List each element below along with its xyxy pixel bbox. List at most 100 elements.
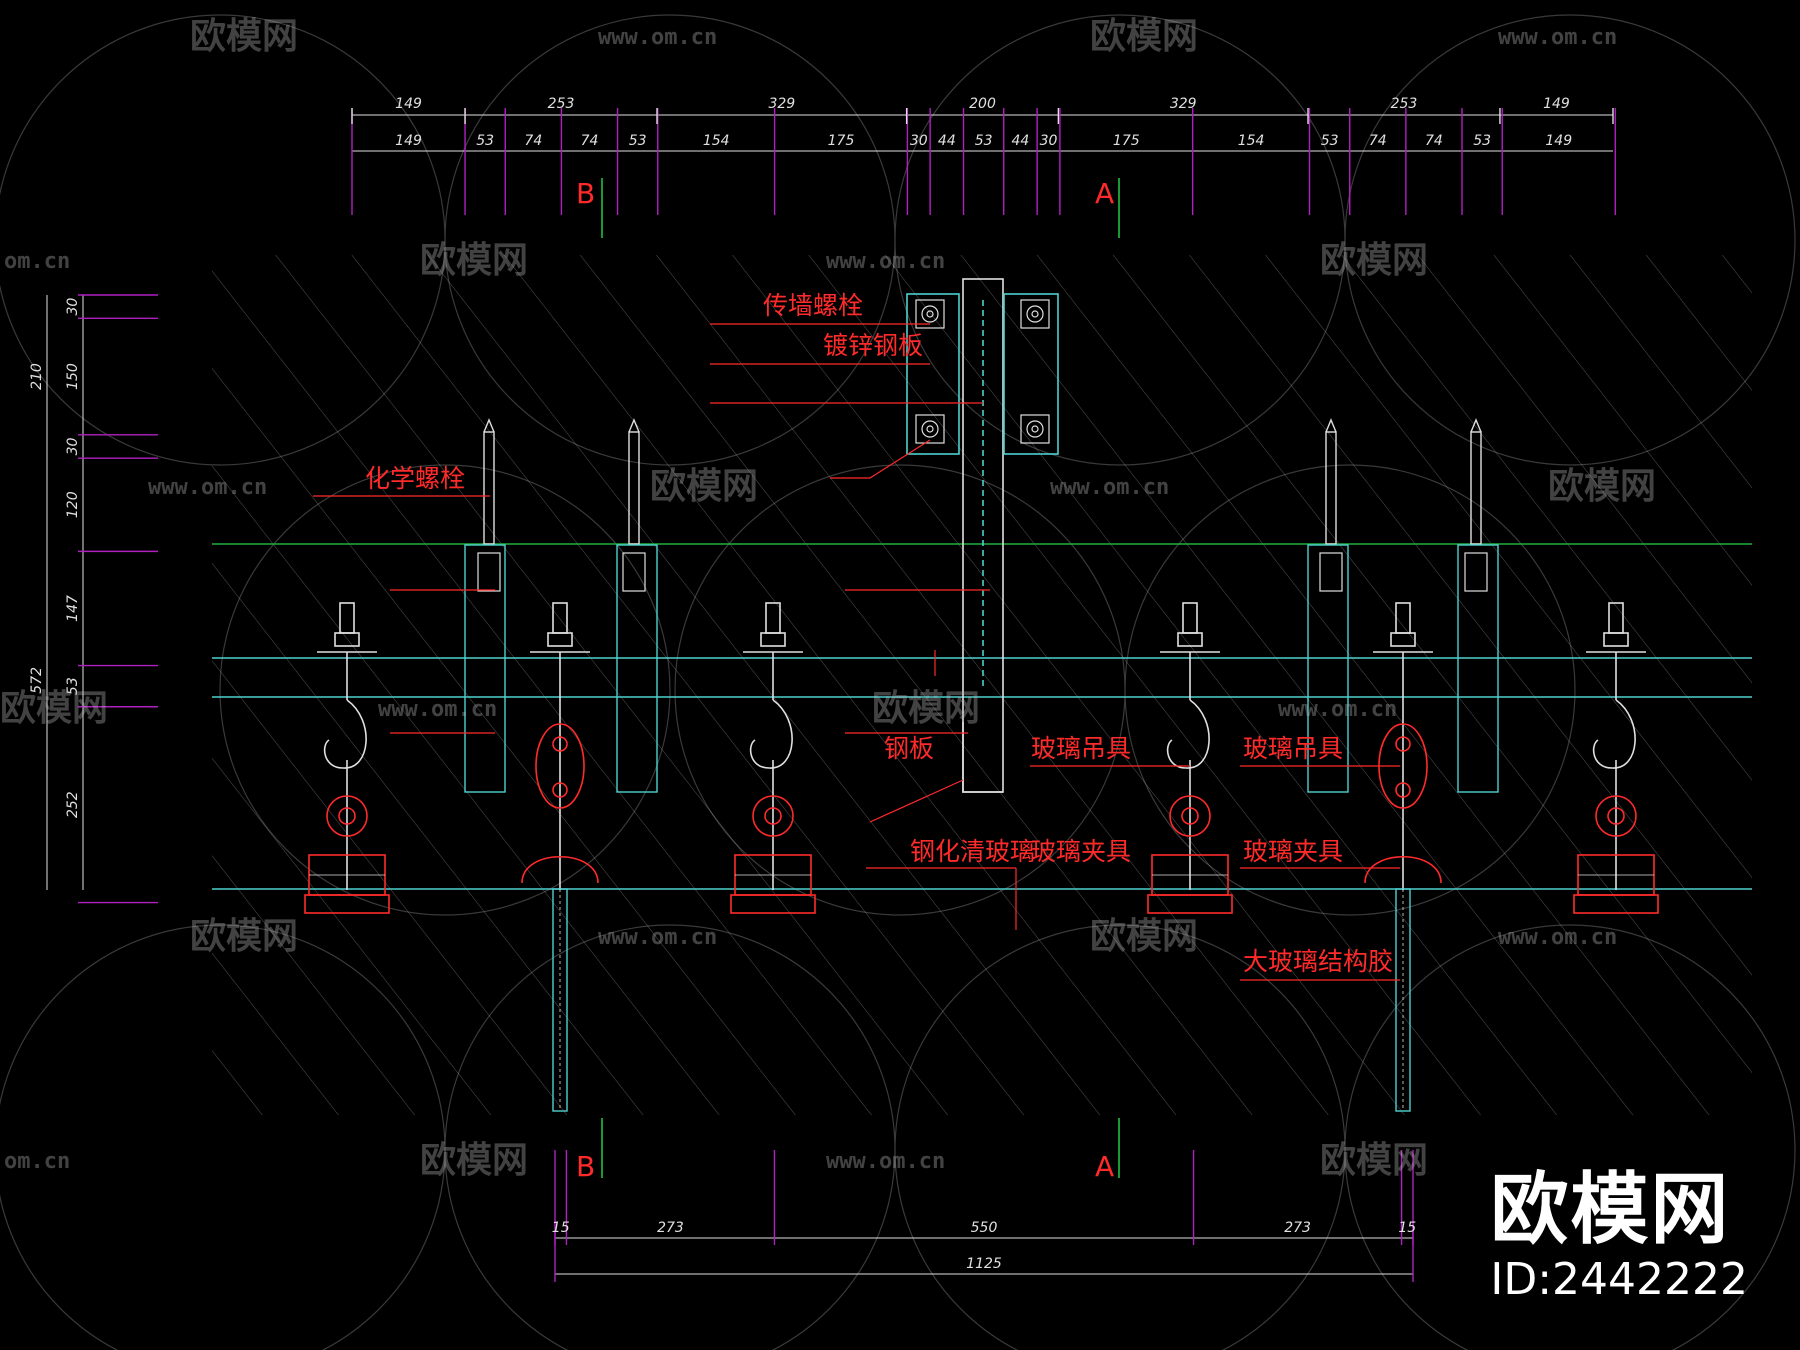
svg-text:om.cn: om.cn xyxy=(4,1149,70,1174)
svg-text:欧模网: 欧模网 xyxy=(1090,16,1198,57)
label-chemical-bolt: 化学螺栓 xyxy=(365,464,465,493)
chemical-bolts xyxy=(464,418,1499,793)
svg-text:www.om.cn: www.om.cn xyxy=(598,25,717,50)
svg-text:欧模网: 欧模网 xyxy=(1548,466,1656,507)
svg-text:欧模网: 欧模网 xyxy=(650,466,758,507)
left-dim-label: 252 xyxy=(65,791,81,818)
left-dim-total-label: 572 xyxy=(29,667,45,694)
svg-text:www.om.cn: www.om.cn xyxy=(1498,925,1617,950)
chemical-bolt-unit xyxy=(616,418,658,793)
top-dim-label: 44 xyxy=(1012,133,1030,149)
top-dim-label: 53 xyxy=(1321,133,1339,149)
top-dim-label: 53 xyxy=(629,133,647,149)
label-wall-bolt: 传墙螺栓 xyxy=(763,291,863,320)
label-galvanized-plate: 镀锌钢板 xyxy=(823,331,923,360)
top-dim-label: 149 xyxy=(395,96,422,112)
svg-text:www.om.cn: www.om.cn xyxy=(1050,475,1169,500)
svg-text:欧模网: 欧模网 xyxy=(420,240,528,281)
leader-lines xyxy=(313,323,1400,981)
wall-bolt-icons xyxy=(915,299,1050,444)
label-steel-plate: 钢板 xyxy=(884,734,934,763)
top-dim-label: 53 xyxy=(1473,133,1491,149)
top-dim-label: 253 xyxy=(1391,96,1418,112)
top-dim-label: 74 xyxy=(1369,133,1387,149)
brand-block: 欧模网 ID:2442222 xyxy=(1490,1165,1748,1305)
left-dim-total-label: 210 xyxy=(29,363,45,390)
left-dim-label: 30 xyxy=(65,438,81,456)
bottom-dimension-ticks xyxy=(554,1150,1414,1282)
svg-text:www.om.cn: www.om.cn xyxy=(826,249,945,274)
bottom-dim-total-label: 1125 xyxy=(966,1256,1002,1272)
glass-hanger-hook xyxy=(1573,602,1659,914)
glass-fins xyxy=(552,888,1411,1112)
bottom-dim-label: 550 xyxy=(971,1220,998,1236)
wall-hatch xyxy=(212,255,1752,1115)
left-dim-label: 120 xyxy=(65,491,81,518)
top-dim-label: 154 xyxy=(703,133,730,149)
glass-hanger-hook xyxy=(1147,602,1233,914)
top-dim-label: 175 xyxy=(828,133,855,149)
glass-hanger-ring xyxy=(521,602,599,890)
watermarks: 欧模网 www.om.cn 欧模网 www.om.cn om.cn 欧模网 ww… xyxy=(0,16,1656,1181)
section-mark-a-top: A xyxy=(1095,177,1114,210)
section-mark-b-bottom: B xyxy=(576,1150,595,1183)
brand-id: ID:2442222 xyxy=(1490,1254,1748,1305)
top-dim-label: 74 xyxy=(1425,133,1443,149)
section-mark-b-top: B xyxy=(576,177,595,210)
svg-text:om.cn: om.cn xyxy=(4,249,70,274)
top-dim-label: 200 xyxy=(969,96,996,112)
svg-text:欧模网: 欧模网 xyxy=(0,688,108,729)
bottom-dim-label: 15 xyxy=(552,1220,570,1236)
top-dimension-chain xyxy=(352,114,1613,152)
glass-hanger-hook xyxy=(730,602,816,914)
label-structural-glue: 大玻璃结构胶 xyxy=(1243,947,1393,976)
svg-text:www.om.cn: www.om.cn xyxy=(148,475,267,500)
svg-text:欧模网: 欧模网 xyxy=(190,16,298,57)
top-dim-label: 44 xyxy=(938,133,956,149)
label-glass-clamp-right: 玻璃夹具 xyxy=(1243,837,1343,866)
top-dim-row1-labels: 149 253 329 200 329 253 149 xyxy=(395,96,1570,112)
brand-name: 欧模网 xyxy=(1490,1165,1731,1255)
top-dim-label: 53 xyxy=(476,133,494,149)
chemical-bolt-unit xyxy=(464,418,506,793)
svg-text:欧模网: 欧模网 xyxy=(1320,1140,1428,1181)
top-dim-label: 329 xyxy=(1170,96,1197,112)
left-dim-label: 53 xyxy=(65,677,81,695)
left-dim-label: 147 xyxy=(65,595,81,622)
top-dim-label: 149 xyxy=(1543,96,1570,112)
top-dim-label: 74 xyxy=(524,133,542,149)
svg-text:欧模网: 欧模网 xyxy=(1320,240,1428,281)
svg-text:www.om.cn: www.om.cn xyxy=(378,697,497,722)
top-dim-label: 149 xyxy=(1545,133,1572,149)
bottom-dim-label: 273 xyxy=(657,1220,684,1236)
svg-text:www.om.cn: www.om.cn xyxy=(826,1149,945,1174)
top-dim-label: 329 xyxy=(768,96,795,112)
label-glass-clamp-left: 玻璃夹具 xyxy=(1031,837,1131,866)
label-glass-hanger-right: 玻璃吊具 xyxy=(1243,734,1343,763)
top-dim-label: 74 xyxy=(581,133,599,149)
top-dim-label: 53 xyxy=(975,133,993,149)
glass-hanger-hook xyxy=(304,602,390,914)
top-dim-label: 175 xyxy=(1113,133,1140,149)
glass-hangers xyxy=(304,602,1659,914)
chemical-bolt-unit xyxy=(1457,418,1499,793)
top-dim-label: 30 xyxy=(910,133,928,149)
section-mark-a-bottom: A xyxy=(1095,1150,1114,1183)
section-cut-lines xyxy=(601,178,1120,1178)
svg-text:www.om.cn: www.om.cn xyxy=(1278,697,1397,722)
label-tempered-glass: 钢化清玻璃 xyxy=(910,837,1035,866)
svg-text:www.om.cn: www.om.cn xyxy=(598,925,717,950)
bottom-dim-label: 15 xyxy=(1398,1220,1416,1236)
left-dim-label: 30 xyxy=(65,298,81,316)
left-dimension-ticks xyxy=(78,294,158,904)
left-dimension-chain xyxy=(46,295,84,890)
top-dim-label: 154 xyxy=(1238,133,1265,149)
top-dim-label: 149 xyxy=(395,133,422,149)
label-glass-hanger-left: 玻璃吊具 xyxy=(1031,734,1131,763)
svg-text:欧模网: 欧模网 xyxy=(1090,916,1198,957)
top-dim-label: 253 xyxy=(548,96,575,112)
